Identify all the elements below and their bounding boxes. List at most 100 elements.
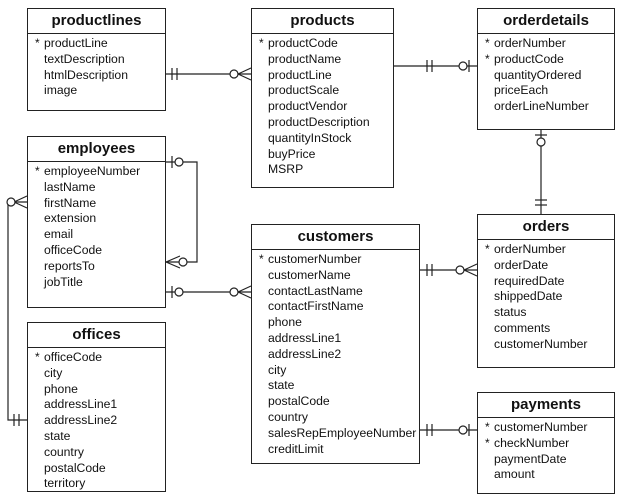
entity-title: payments (478, 393, 614, 418)
field-name: amount (494, 467, 535, 482)
field-name: customerNumber (268, 252, 362, 266)
field-amount: amount (478, 467, 614, 483)
field-name: contactFirstName (268, 299, 364, 314)
field-name: productCode (268, 36, 338, 50)
primary-key-marker: * (35, 36, 40, 50)
relationship-products-orderdetails (394, 60, 477, 72)
primary-key-marker: * (35, 164, 40, 178)
field-territory: territory (28, 476, 165, 492)
field-state: state (28, 429, 165, 445)
field-checkNumber: *checkNumber (478, 436, 614, 452)
entity-title: orderdetails (478, 9, 614, 34)
field-name: productLine (268, 67, 332, 82)
relationship-productlines-products (166, 67, 252, 81)
field-employeeNumber: *employeeNumber (28, 164, 165, 180)
field-name: addressLine1 (268, 330, 342, 345)
field-orderNumber: *orderNumber (478, 36, 614, 52)
field-addressLine2: addressLine2 (28, 413, 165, 429)
field-name: addressLine2 (268, 346, 342, 361)
field-buyPrice: buyPrice (252, 147, 393, 163)
field-customerNumber: * customerNumber (252, 252, 419, 268)
field-officeCode: *officeCode (28, 350, 165, 366)
relationship-orderdetails-orders (535, 130, 547, 214)
primary-key-marker: * (259, 36, 264, 50)
field-name: addressLine2 (44, 413, 118, 428)
field-name: email (44, 227, 74, 242)
field-name: orderDate (494, 257, 549, 272)
field-name: creditLimit (268, 441, 324, 456)
field-name: status (494, 305, 527, 320)
field-customerNumber: customerNumber (478, 337, 614, 353)
relationship-customers-payments (420, 424, 477, 436)
primary-key-marker: * (485, 420, 490, 434)
primary-key-marker: * (485, 36, 490, 50)
entity-title: customers (252, 225, 419, 250)
field-firstName: firstName (28, 196, 165, 212)
field-jobTitle: jobTitle (28, 275, 165, 291)
field-name: postalCode (44, 460, 106, 475)
field-name: requiredDate (494, 273, 565, 288)
field-salesRepEmployeeNumber: salesRepEmployeeNumber (252, 426, 419, 442)
field-textDescription: textDescription (28, 52, 165, 68)
field-comments: comments (478, 321, 614, 337)
field-phone: phone (28, 382, 165, 398)
field-name: image (44, 83, 78, 98)
field-customerNumber: *customerNumber (478, 420, 614, 436)
field-name: quantityOrdered (494, 67, 582, 82)
field-state: state (252, 378, 419, 394)
primary-key-marker: * (485, 51, 490, 66)
field-quantityInStock: quantityInStock (252, 131, 393, 147)
field-name: orderLineNumber (494, 99, 589, 114)
field-name: checkNumber (494, 435, 570, 450)
entity-title: offices (28, 323, 165, 348)
field-officeCode: officeCode (28, 243, 165, 259)
field-phone: phone (252, 315, 419, 331)
field-orderLineNumber: orderLineNumber (478, 99, 614, 115)
field-orderNumber: *orderNumber (478, 242, 614, 258)
field-productCode: * productCode (252, 36, 393, 52)
field-reportsTo: reportsTo (28, 259, 165, 275)
field-name: productScale (268, 83, 340, 98)
field-addressLine2: addressLine2 (252, 347, 419, 363)
field-addressLine1: addressLine1 (28, 397, 165, 413)
field-name: quantityInStock (268, 130, 352, 145)
field-country: country (28, 445, 165, 461)
field-status: status (478, 305, 614, 321)
primary-key-marker: * (259, 252, 264, 266)
field-contactLastName: contactLastName (252, 284, 419, 300)
field-name: orderNumber (494, 242, 566, 256)
field-orderDate: orderDate (478, 258, 614, 274)
field-name: contactLastName (268, 283, 363, 298)
field-city: city (252, 363, 419, 379)
field-name: productName (268, 51, 342, 66)
field-MSRP: MSRP (252, 162, 393, 178)
relationship-employees-customers (166, 285, 252, 299)
field-contactFirstName: contactFirstName (252, 299, 419, 315)
field-requiredDate: requiredDate (478, 274, 614, 290)
field-priceEach: priceEach (478, 83, 614, 99)
field-name: htmlDescription (44, 67, 128, 82)
field-name: city (44, 365, 63, 380)
field-name: reportsTo (44, 258, 95, 273)
field-name: addressLine1 (44, 397, 118, 412)
field-postalCode: postalCode (252, 394, 419, 410)
primary-key-marker: * (35, 350, 40, 364)
field-image: image (28, 83, 165, 99)
entity-title: productlines (28, 9, 165, 34)
field-addressLine1: addressLine1 (252, 331, 419, 347)
field-name: state (44, 428, 71, 443)
field-productDescription: productDescription (252, 115, 393, 131)
